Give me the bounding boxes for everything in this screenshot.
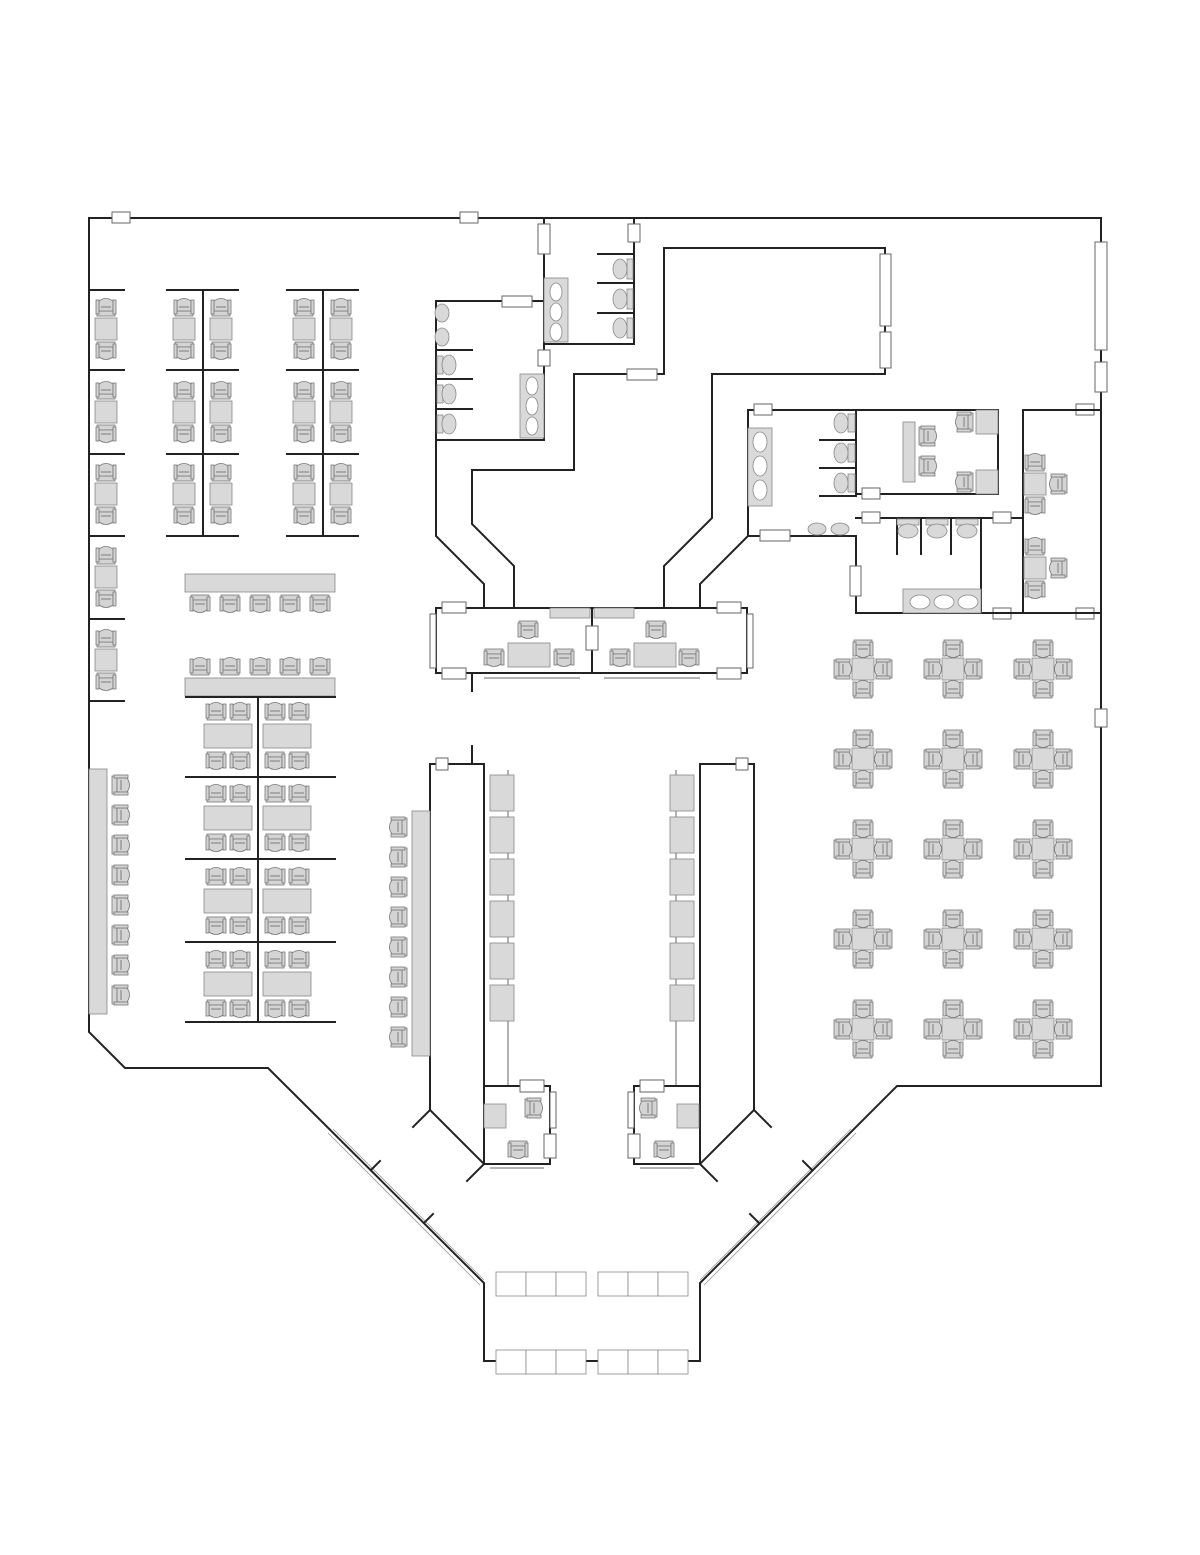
left-counter (88, 768, 130, 1015)
desk-pods (185, 696, 336, 1023)
display-wings (389, 745, 773, 1183)
cafe-seating (834, 640, 1072, 1058)
lobby-bench-bottom (495, 1349, 689, 1375)
restrooms (434, 217, 641, 441)
exterior-walls (88, 217, 1102, 1362)
cubicle-area (88, 289, 359, 702)
reception-offices (429, 601, 754, 692)
service-rooms (747, 403, 1102, 614)
bench-desks (184, 573, 336, 697)
lobby-bench-top (495, 1271, 689, 1297)
entrance-lobby (495, 1271, 689, 1375)
